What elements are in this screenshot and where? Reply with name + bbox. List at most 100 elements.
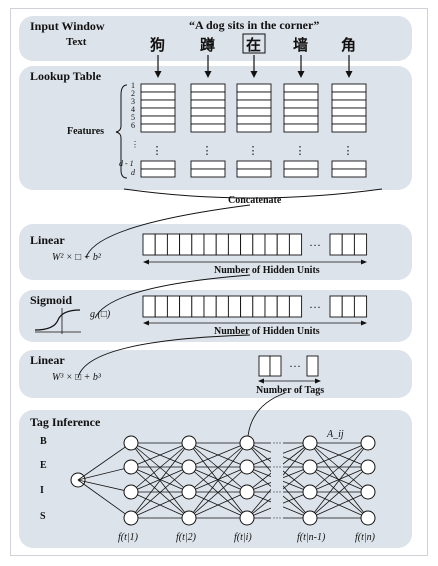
lattice-edge: [130, 442, 190, 493]
lattice-edge: [77, 479, 132, 493]
feature-cell: [140, 123, 176, 133]
feature-cell: [283, 160, 319, 170]
hidden-unit-cell: [329, 233, 343, 256]
hidden-units-label-2: Number of Hidden Units: [214, 326, 320, 337]
hidden-unit-cell: [227, 295, 242, 318]
feature-cell: [236, 168, 272, 178]
width-arrow-2-head: [143, 320, 149, 326]
feature-cell: [140, 91, 176, 101]
lattice-edge: [130, 466, 190, 493]
lattice-node: [360, 484, 376, 500]
tag-inference-title: Tag Inference: [30, 415, 101, 429]
sigmoid-function: g (□): [90, 309, 111, 320]
hidden-unit-cell: [252, 295, 266, 318]
feature-cell: [236, 107, 272, 117]
hidden-unit-cell: [341, 233, 355, 256]
hidden-unit-cell: [215, 233, 229, 256]
hidden-unit-cell: [353, 233, 368, 256]
hidden-unit-cell: [191, 233, 205, 256]
linear-2-title: Linear: [30, 353, 65, 367]
hidden-units-label-1: Number of Hidden Units: [214, 265, 320, 276]
lattice-edge: [309, 442, 369, 519]
feature-row-number: 2: [131, 89, 135, 98]
figure-frame: [10, 8, 428, 556]
input-sentence: “A dog sits in the corner”: [189, 18, 320, 32]
lattice-edge: [309, 466, 369, 519]
feature-cell: [331, 99, 367, 109]
lattice-edge: [309, 466, 369, 493]
feature-cell: [236, 160, 272, 170]
feature-cell: [331, 91, 367, 101]
feature-cell: [140, 99, 176, 109]
feature-cell: [140, 83, 176, 93]
feature-row-number: 3: [131, 97, 135, 106]
feature-row-dots: ⋮: [131, 140, 139, 149]
input-arrow-head: [204, 71, 212, 78]
lattice-edge: [77, 479, 132, 519]
feature-cell: [283, 99, 319, 109]
input-arrow-head: [297, 71, 305, 78]
features-brace: [115, 84, 128, 179]
hidden-unit-cell: [288, 233, 303, 256]
hidden-unit-cell: [240, 233, 254, 256]
feature-row-number: 6: [131, 121, 135, 130]
input-char: 墙: [293, 38, 309, 54]
feature-dots: ⋮: [295, 145, 306, 157]
hidden-unit-cell: [179, 295, 193, 318]
feature-cell: [283, 168, 319, 178]
hidden-unit-cell: [142, 233, 156, 256]
lattice-edge: [130, 442, 190, 519]
input-arrow-head: [345, 71, 353, 78]
column-score-label: f(t|2): [176, 532, 196, 543]
lattice-edge: [188, 466, 248, 519]
feature-cell: [190, 123, 226, 133]
lattice-edge: [130, 491, 190, 519]
text-label: Text: [66, 36, 87, 48]
lattice-edge: [188, 466, 248, 493]
ellipsis-1: ···: [309, 238, 321, 252]
feature-cell: [236, 123, 272, 133]
width-arrow-3-head: [315, 378, 321, 384]
linear-1-title: Linear: [30, 233, 65, 247]
feature-cell: [190, 99, 226, 109]
hidden-unit-cell: [288, 295, 303, 318]
hidden-unit-cell: [353, 295, 368, 318]
input-window-panel: [19, 16, 412, 61]
feature-row-number: 5: [131, 113, 135, 122]
input-window-title: Input Window: [30, 19, 105, 33]
linear-1-formula: W² × □ + b²: [52, 252, 101, 263]
hidden-unit-cell: [252, 233, 266, 256]
lattice-edge: [130, 466, 190, 519]
lattice-node: [360, 510, 376, 526]
width-arrow-1-head: [361, 259, 367, 265]
lattice-node: [239, 459, 255, 475]
hidden-unit-cell: [227, 233, 242, 256]
hidden-unit-cell: [276, 295, 290, 318]
hidden-unit-cell: [142, 295, 156, 318]
tags-count-label: Number of Tags: [256, 385, 325, 396]
tag-cell: [269, 355, 282, 377]
lattice-edge: [188, 442, 248, 493]
concatenate-bracket: [123, 188, 383, 199]
lattice-dots: ···: [273, 462, 282, 472]
lattice-node: [181, 484, 197, 500]
tag-label: B: [40, 436, 47, 447]
hidden-unit-cell: [154, 233, 168, 256]
lattice-node: [181, 435, 197, 451]
tag-label: I: [40, 485, 44, 496]
input-char: 蹲: [200, 38, 216, 54]
feature-cell: [140, 168, 176, 178]
lattice-node: [181, 459, 197, 475]
concatenate-label: Concatenate: [228, 195, 282, 206]
feature-cell: [283, 107, 319, 117]
feature-cell: [331, 123, 367, 133]
lattice-edge: [77, 442, 132, 481]
hidden-unit-cell: [264, 295, 278, 318]
lattice-edge: [77, 466, 132, 481]
feature-cell: [190, 115, 226, 125]
feature-cell: [236, 83, 272, 93]
lattice-node: [239, 435, 255, 451]
tag-label: E: [40, 460, 47, 471]
hidden-unit-cell: [166, 233, 181, 256]
